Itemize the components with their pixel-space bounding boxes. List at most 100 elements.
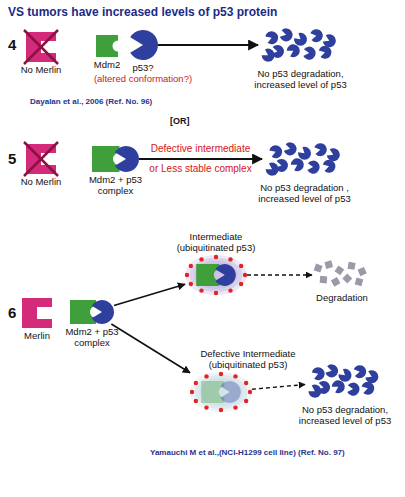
mdm2-shape [96, 35, 118, 57]
p53-accumulation: No p53 degradation, increased level of p… [305, 360, 385, 402]
p53-shape [303, 46, 316, 60]
mdm2-shape [92, 146, 120, 172]
citation: Dayalan et al., 2006 (Ref. No. 96) [30, 97, 152, 106]
cross-line [24, 30, 58, 64]
connector-word: [OR] [170, 116, 190, 126]
shape-graphic [262, 138, 347, 180]
label-group: Mdm2 [87, 59, 127, 70]
shape-graphic [92, 146, 139, 172]
node-label: Degradation [302, 292, 382, 303]
fragment [320, 276, 328, 284]
p53-shape [115, 146, 139, 172]
ubiquitin-dot [228, 257, 232, 261]
ubiquitin-dot [194, 381, 198, 385]
p53-shape [92, 300, 114, 324]
p53-shape [268, 143, 284, 159]
shape-graphic [312, 260, 372, 290]
node-label: No Merlin [11, 176, 71, 187]
connector-label: Defective intermediate or Less stable co… [147, 139, 255, 179]
cross-line [24, 142, 58, 176]
ubiquitin-dot [243, 273, 247, 277]
node-label: No p53 degradation , increased level of … [245, 182, 365, 204]
p53-shape [215, 264, 235, 286]
label-group: No p53 degradation , increased level of … [245, 182, 365, 204]
halo [199, 378, 242, 406]
ubiquitin-dot [194, 399, 198, 403]
ubiquitinated-intermediate: Intermediate (ubiquitinated p53) [185, 255, 247, 295]
ubiquitin-dot [239, 264, 243, 268]
p53-shape [322, 158, 337, 174]
citation: Yamauchi M et al.,(NCI-H1299 cell line) … [150, 448, 345, 457]
fragment [342, 274, 352, 284]
arrow-connector [139, 158, 262, 160]
label-group: No Merlin [11, 176, 71, 187]
p53-accumulation: No p53 degradation, increased level of p… [258, 24, 343, 66]
p53-shape [260, 47, 277, 64]
fragment [355, 278, 364, 287]
halo [194, 261, 237, 289]
mdm2-shape [196, 264, 219, 286]
arrow-connector [114, 284, 185, 305]
shape-graphic [305, 360, 385, 402]
cross-line [24, 142, 58, 176]
shape-graphic [128, 30, 158, 60]
p53-shape [285, 42, 302, 59]
p53-shape [353, 364, 367, 379]
mdm2-p53-complex: Mdm2 + p53 complex [92, 146, 139, 172]
halo [190, 258, 243, 292]
cross-line [24, 30, 58, 64]
halo [185, 255, 247, 295]
ubiquitin-dot [233, 374, 237, 378]
p53-shape [279, 27, 294, 43]
p53-shape [283, 141, 298, 157]
node-label: Mdm2 + p53 complex [60, 326, 124, 348]
panel-number: 6 [8, 304, 16, 321]
fragment [314, 264, 323, 273]
node-label: (altered conformation?) [83, 73, 203, 84]
fragment [324, 260, 333, 269]
label-group: p53?(altered conformation?) [83, 62, 203, 84]
node-label: Intermediate (ubiquitinated p53) [161, 231, 271, 253]
p53-shape [307, 383, 324, 400]
ubiquitin-dot [190, 390, 194, 394]
label-group: No p53 degradation, increased level of p… [290, 404, 400, 426]
ubiquitin-dot [199, 288, 203, 292]
node-label: p53? [83, 62, 203, 73]
mdm2-shape [70, 300, 96, 324]
shape-graphic [26, 144, 56, 174]
shape-graphic [190, 372, 252, 412]
ubiquitin-dot [244, 399, 248, 403]
p53-shape [310, 28, 324, 43]
shape-graphic [26, 32, 56, 62]
halo [195, 375, 248, 409]
merlin-protein-absent: No Merlin [26, 144, 56, 174]
shape-graphic [258, 24, 343, 66]
arrow-connector [158, 44, 258, 46]
p53-shape [361, 380, 376, 396]
fragment [357, 267, 366, 276]
shape-graphic [96, 35, 118, 57]
label-group: Intermediate (ubiquitinated p53) [161, 231, 271, 253]
p53-shape [220, 381, 240, 403]
label-group: Degradation [302, 292, 382, 303]
ubiquitin-dot [248, 390, 252, 394]
p53-shape [330, 378, 347, 395]
node-label: No p53 degradation, increased level of p… [241, 68, 361, 90]
p53-shape [264, 161, 281, 178]
p53-shape [318, 44, 333, 60]
ubiquitin-dot [199, 257, 203, 261]
p53-accumulation: No p53 degradation , increased level of … [262, 138, 347, 180]
p53-shape [289, 156, 306, 173]
title: VS tumors have increased levels of p53 p… [8, 5, 277, 19]
node-label: Mdm2 + p53 complex [84, 174, 148, 196]
merlin-shape [22, 298, 52, 328]
p53-shape [314, 142, 328, 157]
node-label: Defective Intermediate (ubiquitinated p5… [188, 348, 308, 370]
node-label: No Merlin [11, 64, 71, 75]
ubiquitin-dot [228, 288, 232, 292]
panel-number: 5 [8, 150, 16, 167]
arrow-connector [111, 324, 190, 373]
p53-shape [130, 30, 158, 60]
arrow-connector [247, 274, 312, 275]
